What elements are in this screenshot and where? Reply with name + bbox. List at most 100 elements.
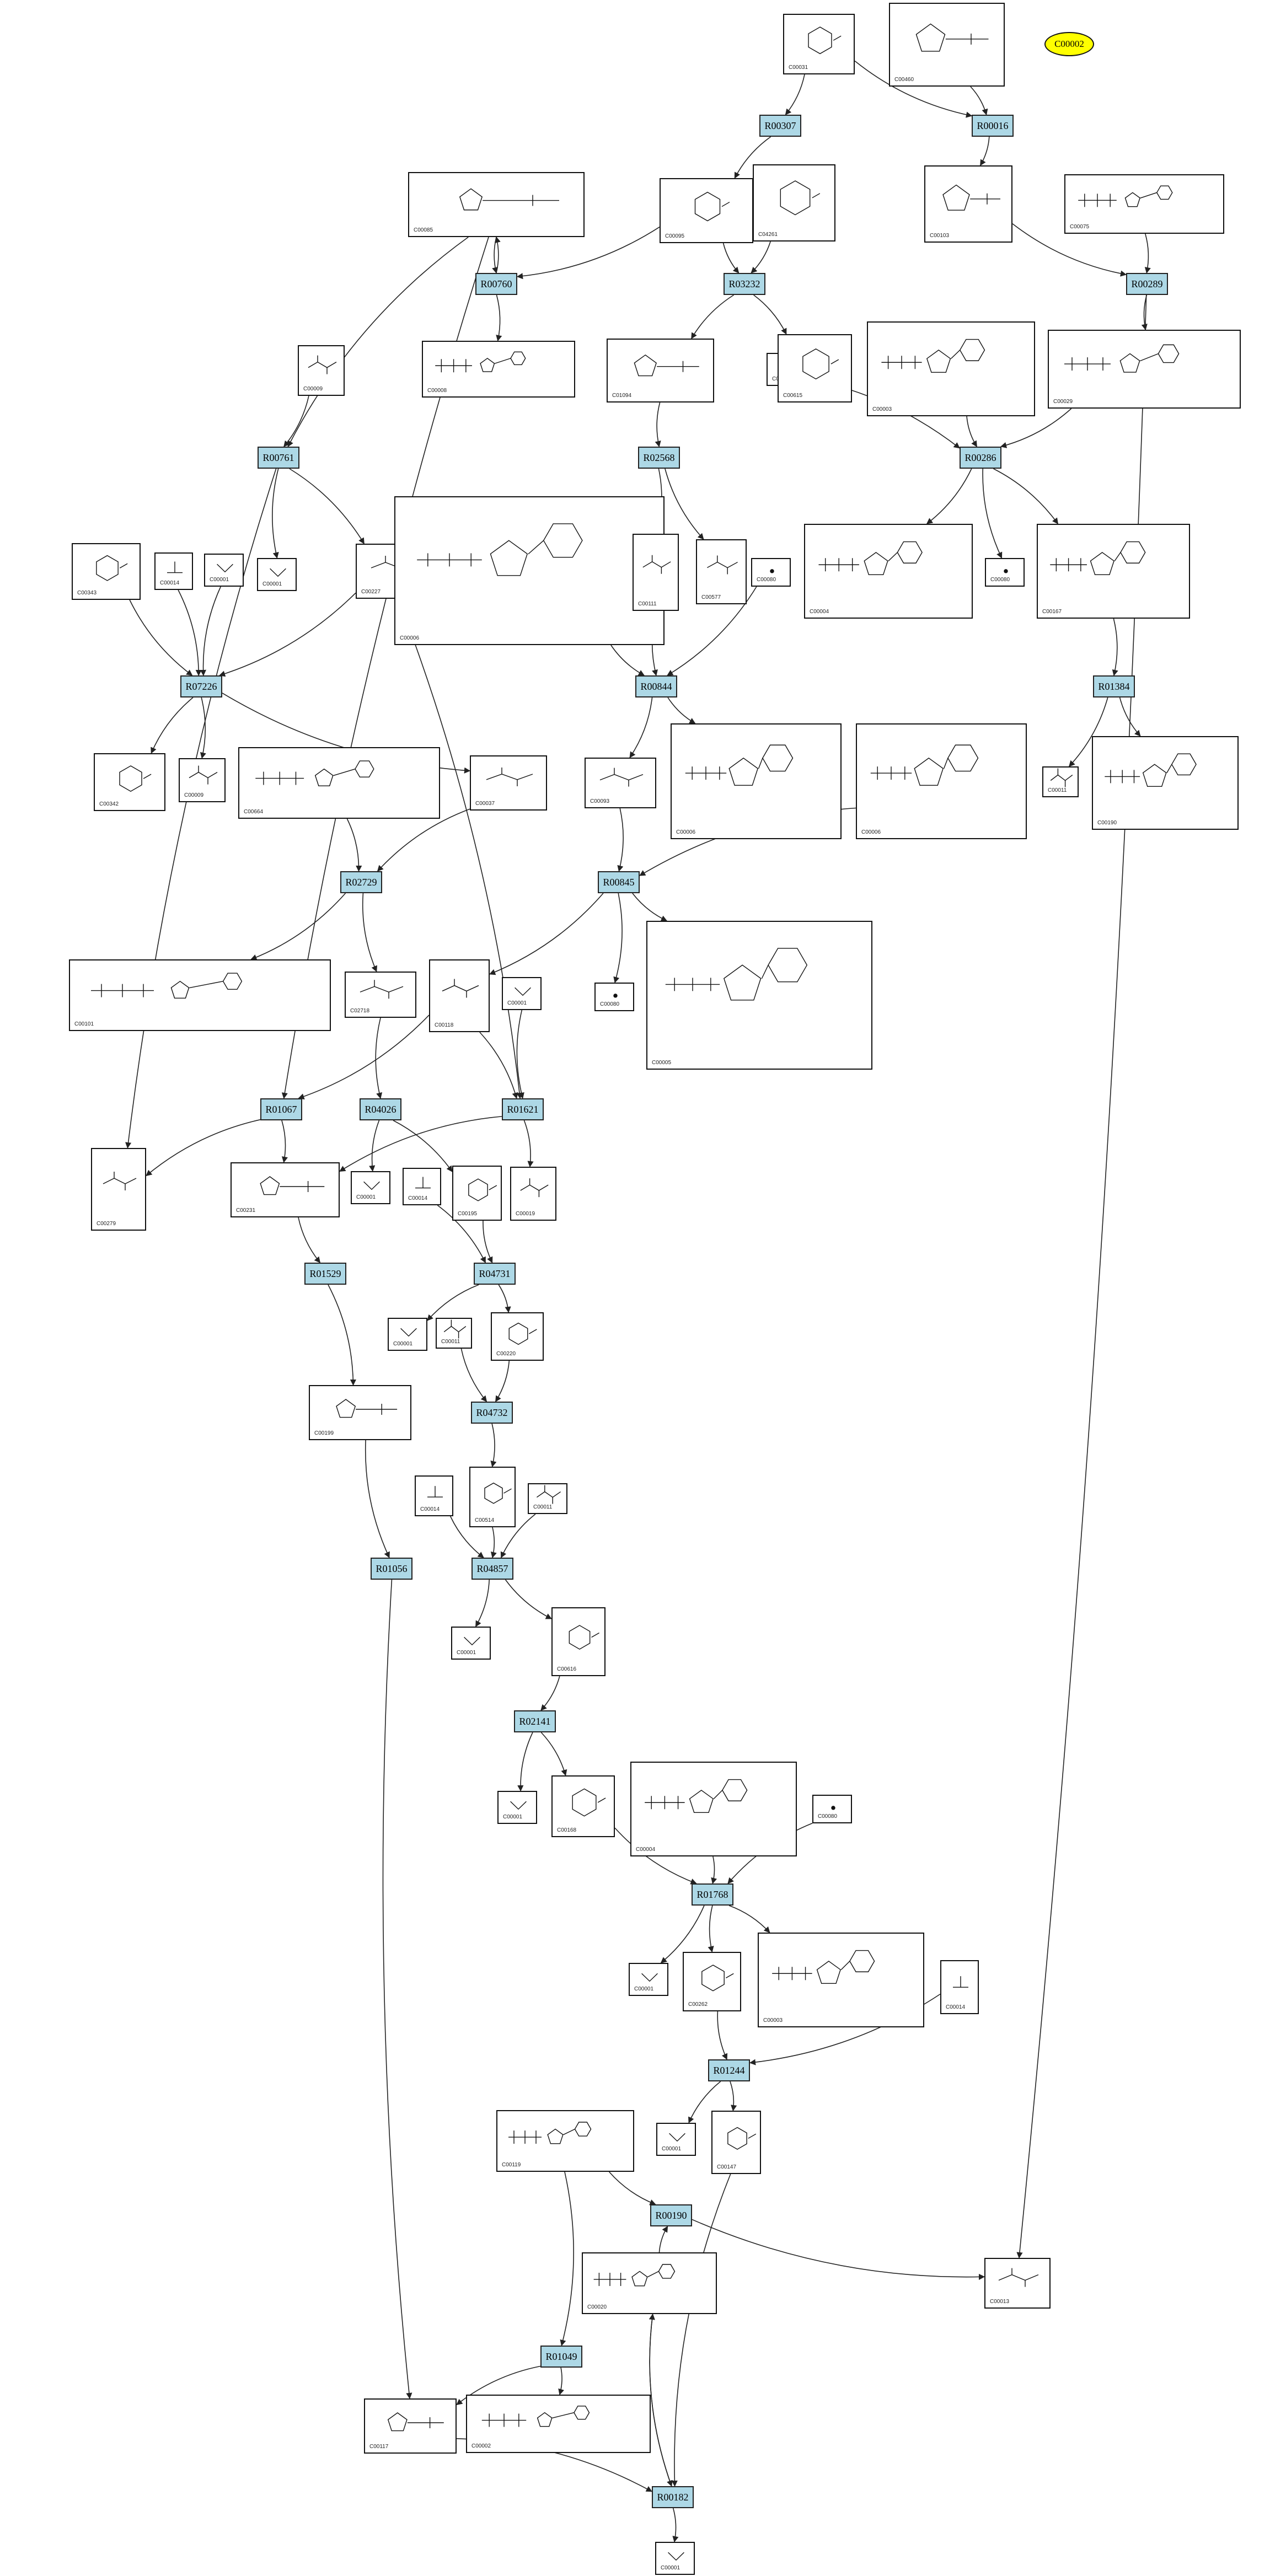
compound-node-c00514[interactable]: C00514 bbox=[469, 1467, 516, 1527]
compound-node-c00111[interactable]: C00111 bbox=[633, 534, 679, 611]
compound-node-c00080[interactable]: C00080 bbox=[594, 983, 634, 1011]
compound-node-c00001[interactable]: C00001 bbox=[656, 2123, 696, 2156]
compound-node-c04261[interactable]: C04261 bbox=[753, 164, 835, 242]
reaction-node-r04857[interactable]: R04857 bbox=[471, 1558, 513, 1580]
compound-node-c00095[interactable]: C00095 bbox=[660, 178, 753, 243]
compound-id-label: C00103 bbox=[930, 233, 950, 239]
compound-node-c00168[interactable]: C00168 bbox=[551, 1775, 615, 1837]
reaction-node-r00190[interactable]: R00190 bbox=[650, 2204, 692, 2226]
compound-node-c00080[interactable]: C00080 bbox=[812, 1795, 852, 1823]
reaction-node-r04026[interactable]: R04026 bbox=[360, 1098, 401, 1120]
reaction-node-r07226[interactable]: R07226 bbox=[180, 675, 222, 697]
reaction-node-r00016[interactable]: R00016 bbox=[972, 115, 1014, 137]
reaction-node-r01529[interactable]: R01529 bbox=[304, 1263, 346, 1285]
reaction-node-r04732[interactable]: R04732 bbox=[471, 1402, 513, 1424]
compound-node-c00004[interactable]: C00004 bbox=[804, 524, 973, 619]
compound-node-c02718[interactable]: C02718 bbox=[345, 972, 416, 1018]
compound-node-c00011[interactable]: C00011 bbox=[528, 1483, 567, 1514]
compound-node-c00019[interactable]: C00019 bbox=[510, 1167, 556, 1221]
query-compound-ellipse[interactable]: C00002 bbox=[1044, 32, 1094, 56]
compound-node-c00615[interactable]: C00615 bbox=[778, 334, 852, 402]
compound-node-c00080[interactable]: C00080 bbox=[985, 558, 1025, 587]
compound-node-c00001[interactable]: C00001 bbox=[257, 558, 297, 591]
compound-node-c00003[interactable]: C00003 bbox=[867, 321, 1035, 416]
compound-node-c00001[interactable]: C00001 bbox=[629, 1963, 668, 1996]
compound-node-c00009[interactable]: C00009 bbox=[179, 758, 226, 802]
compound-node-c00119[interactable]: C00119 bbox=[496, 2110, 634, 2172]
compound-node-c00085[interactable]: C00085 bbox=[408, 172, 585, 237]
compound-node-c00093[interactable]: C00093 bbox=[585, 758, 656, 808]
reaction-node-r00844[interactable]: R00844 bbox=[635, 675, 677, 697]
compound-node-c00577[interactable]: C00577 bbox=[696, 539, 747, 604]
reaction-node-r01621[interactable]: R01621 bbox=[502, 1098, 544, 1120]
compound-node-c00075[interactable]: C00075 bbox=[1064, 174, 1224, 234]
compound-node-c00190[interactable]: C00190 bbox=[1092, 736, 1239, 830]
compound-node-c00020[interactable]: C00020 bbox=[582, 2252, 717, 2314]
reaction-node-r02141[interactable]: R02141 bbox=[514, 1710, 556, 1732]
edge-c0031-R00307 bbox=[785, 74, 805, 115]
reaction-node-r00307[interactable]: R00307 bbox=[759, 115, 801, 137]
compound-node-c00118[interactable]: C00118 bbox=[429, 959, 490, 1032]
compound-node-c00006[interactable]: C00006 bbox=[856, 723, 1027, 839]
reaction-node-r01768[interactable]: R01768 bbox=[692, 1883, 733, 1906]
reaction-node-r00845[interactable]: R00845 bbox=[598, 871, 640, 893]
reaction-node-r01067[interactable]: R01067 bbox=[260, 1098, 302, 1120]
compound-node-c01094[interactable]: C01094 bbox=[607, 339, 714, 402]
compound-node-c00009[interactable]: C00009 bbox=[298, 345, 345, 396]
compound-node-c00001[interactable]: C00001 bbox=[351, 1171, 390, 1204]
reaction-node-r00289[interactable]: R00289 bbox=[1126, 273, 1168, 295]
reaction-node-r00182[interactable]: R00182 bbox=[652, 2486, 694, 2508]
reaction-node-r01049[interactable]: R01049 bbox=[540, 2346, 582, 2368]
compound-node-c00101[interactable]: C00101 bbox=[69, 959, 331, 1031]
compound-node-c00195[interactable]: C00195 bbox=[452, 1166, 502, 1221]
reaction-node-r00286[interactable]: R00286 bbox=[960, 447, 1001, 469]
compound-node-c00008[interactable]: C00008 bbox=[422, 341, 575, 398]
compound-node-c00117[interactable]: C00117 bbox=[364, 2398, 457, 2454]
reaction-node-r01244[interactable]: R01244 bbox=[708, 2059, 750, 2081]
compound-node-c00001[interactable]: C00001 bbox=[497, 1791, 537, 1824]
compound-node-c00199[interactable]: C00199 bbox=[309, 1385, 411, 1440]
compound-node-c00006[interactable]: C00006 bbox=[671, 723, 842, 839]
compound-node-c00343[interactable]: C00343 bbox=[72, 543, 141, 600]
reaction-node-r02729[interactable]: R02729 bbox=[340, 871, 382, 893]
compound-node-c00011[interactable]: C00011 bbox=[436, 1318, 472, 1349]
compound-node-c00001[interactable]: C00001 bbox=[655, 2542, 695, 2575]
compound-node-c00001[interactable]: C00001 bbox=[388, 1318, 427, 1351]
compound-node-c00664[interactable]: C00664 bbox=[238, 747, 440, 819]
compound-node-c00167[interactable]: C00167 bbox=[1037, 524, 1190, 619]
compound-node-c00029[interactable]: C00029 bbox=[1048, 330, 1241, 409]
compound-node-c00342[interactable]: C00342 bbox=[94, 753, 165, 811]
compound-node-c00014[interactable]: C00014 bbox=[940, 1960, 979, 2014]
compound-node-c00103[interactable]: C00103 bbox=[924, 165, 1012, 243]
compound-node-c00001[interactable]: C00001 bbox=[502, 977, 542, 1010]
reaction-node-r00761[interactable]: R00761 bbox=[258, 447, 299, 469]
compound-node-c00003[interactable]: C00003 bbox=[758, 1933, 924, 2027]
compound-node-c00231[interactable]: C00231 bbox=[231, 1162, 340, 1217]
compound-node-c00031[interactable]: C00031 bbox=[783, 14, 855, 74]
reaction-node-r00760[interactable]: R00760 bbox=[475, 273, 517, 295]
compound-node-c00011[interactable]: C00011 bbox=[1042, 766, 1079, 797]
compound-node-c00006[interactable]: C00006 bbox=[394, 496, 665, 645]
reaction-node-r01384[interactable]: R01384 bbox=[1093, 675, 1135, 697]
compound-node-c00002[interactable]: C00002 bbox=[466, 2395, 651, 2453]
compound-node-c00080[interactable]: C00080 bbox=[751, 558, 791, 587]
compound-node-c00262[interactable]: C00262 bbox=[683, 1952, 741, 2011]
compound-node-c00616[interactable]: C00616 bbox=[551, 1607, 606, 1676]
reaction-node-r04731[interactable]: R04731 bbox=[474, 1263, 516, 1285]
compound-node-c00460[interactable]: C00460 bbox=[889, 3, 1005, 87]
compound-node-c00014[interactable]: C00014 bbox=[415, 1475, 453, 1516]
compound-node-c00014[interactable]: C00014 bbox=[154, 552, 193, 590]
compound-node-c00014[interactable]: C00014 bbox=[403, 1168, 441, 1205]
compound-node-c00037[interactable]: C00037 bbox=[470, 755, 547, 811]
reaction-node-r03232[interactable]: R03232 bbox=[724, 273, 765, 295]
compound-node-c00001[interactable]: C00001 bbox=[451, 1627, 491, 1660]
compound-node-c00279[interactable]: C00279 bbox=[91, 1148, 146, 1231]
compound-node-c00004[interactable]: C00004 bbox=[630, 1762, 797, 1856]
reaction-node-r01056[interactable]: R01056 bbox=[371, 1558, 412, 1580]
compound-node-c00001[interactable]: C00001 bbox=[204, 554, 244, 587]
compound-node-c00147[interactable]: C00147 bbox=[711, 2111, 761, 2174]
reaction-node-r02568[interactable]: R02568 bbox=[638, 447, 680, 469]
compound-node-c00220[interactable]: C00220 bbox=[491, 1312, 544, 1361]
compound-node-c00005[interactable]: C00005 bbox=[646, 921, 872, 1070]
compound-node-c00013[interactable]: C00013 bbox=[984, 2258, 1051, 2309]
